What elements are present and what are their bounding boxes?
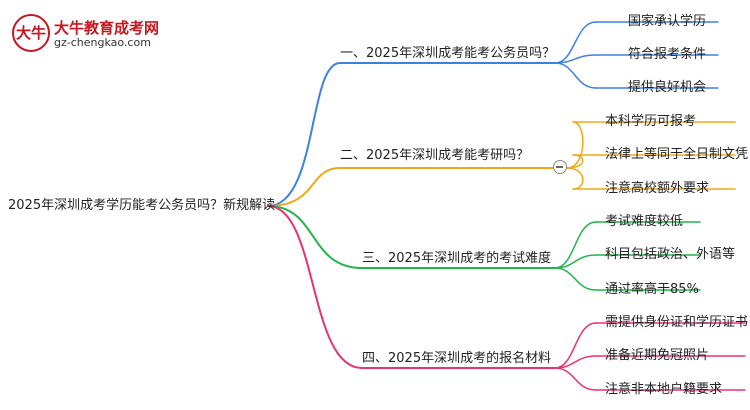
branch-4-child-2[interactable]: 准备近期免冠照片 [605,348,710,363]
branch-3-child-1[interactable]: 考试难度较低 [605,214,684,229]
branch-1-child-1-connector [554,21,597,64]
branch-4-connector [267,205,363,369]
branch-2-child-2-connector [566,154,584,169]
branch-3-child-1-connector [554,221,597,269]
branch-1-child-3[interactable]: 提供良好机会 [628,80,707,95]
branch-4-child-3[interactable]: 注意非本地户籍要求 [605,382,723,397]
branch-4-child-3-connector [554,367,597,391]
branch-2-child-3[interactable]: 注意高校额外要求 [605,181,710,196]
branch-2-child-3-connector [566,167,584,190]
logo-url: gz-chengkao.com [54,36,151,49]
site-logo[interactable]: 大牛 大牛教育成考网 gz-chengkao.com [12,14,162,54]
collapse-toggle-icon[interactable] [553,160,567,174]
branch-3-child-2[interactable]: 科目包括政治、外语等 [605,247,736,262]
branch-3-child-3[interactable]: 通过率高于85% [605,282,699,297]
branch-3-child-2-connector [554,254,597,269]
branch-1-connector [267,62,341,207]
branch-4-label[interactable]: 四、2025年深圳成考的报名材料 [362,351,552,366]
branch-2-child-1[interactable]: 本科学历可报考 [605,114,697,129]
branch-4-child-1[interactable]: 需提供身份证和学历证书 [605,315,749,330]
branch-2-connector [267,167,341,207]
logo-title: 大牛教育成考网 [54,19,160,37]
branch-2-child-2[interactable]: 法律上等同于全日制文凭 [605,147,749,162]
branch-2-child-1-connector [566,121,584,169]
branch-4-child-1-connector [554,322,597,369]
branch-2-label[interactable]: 二、2025年深圳成考能考研吗？ [340,148,530,163]
root-topic[interactable]: 2025年深圳成考学历能考公务员吗？新规解读 [8,198,276,213]
branch-1-child-2[interactable]: 符合报考条件 [628,47,707,62]
branch-1-child-3-connector [554,62,597,89]
branch-3-label[interactable]: 三、2025年深圳成考的考试难度 [362,251,552,266]
logo-icon: 大牛 [12,14,50,52]
branch-3-connector [267,205,363,269]
branch-3-child-3-connector [554,267,597,291]
branch-1-child-1[interactable]: 国家承认学历 [628,14,707,29]
branch-1-label[interactable]: 一、2025年深圳成考能考公务员吗？ [340,46,556,61]
